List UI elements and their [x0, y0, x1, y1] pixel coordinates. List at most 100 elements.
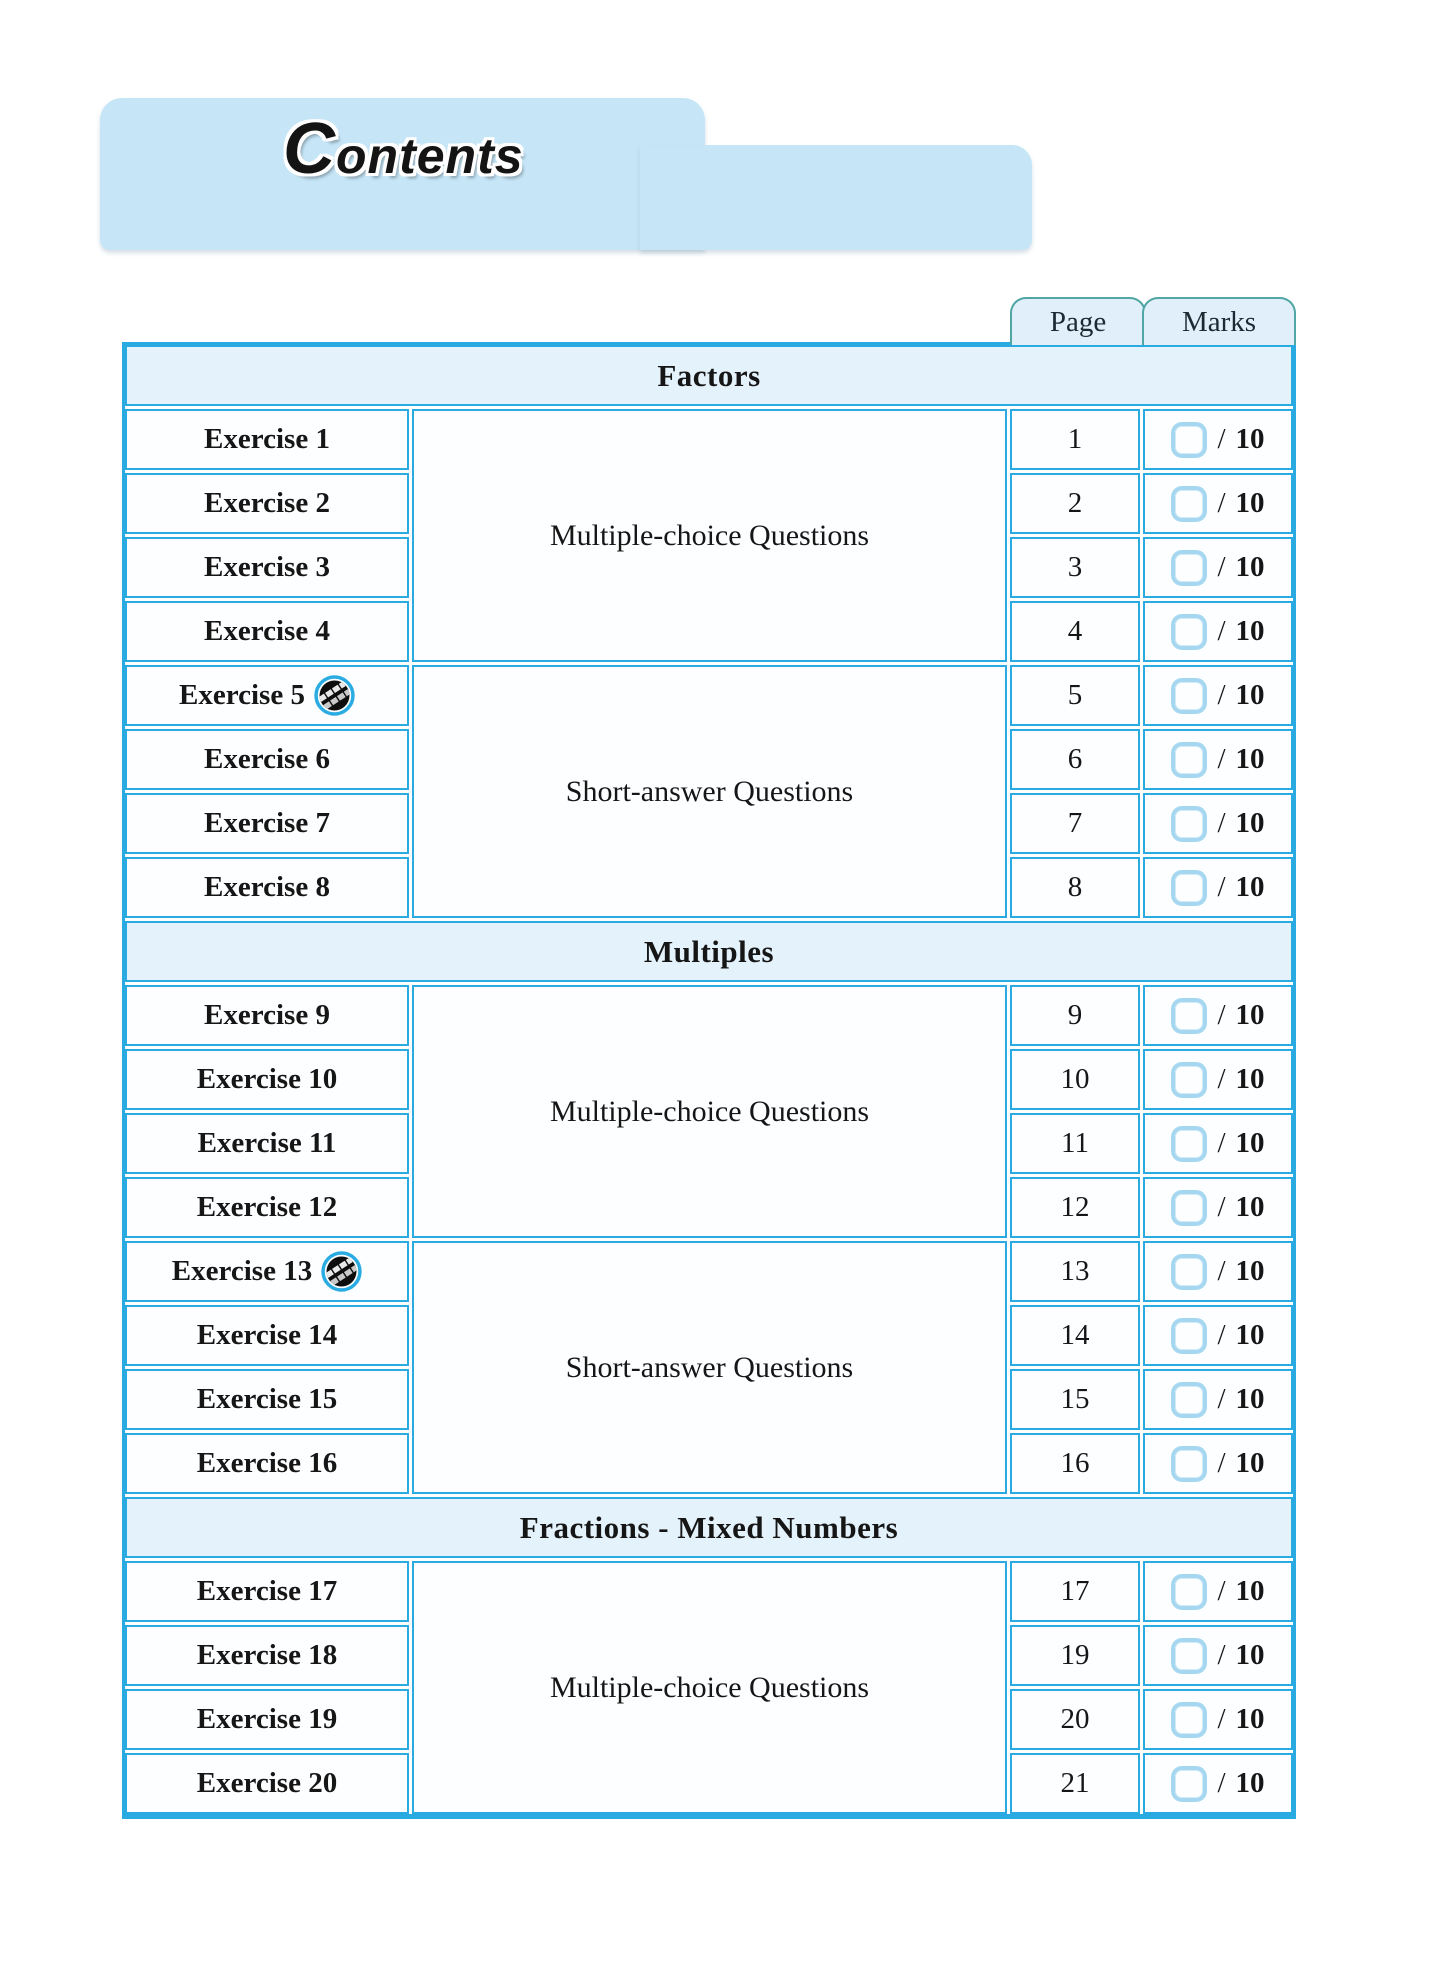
- marks-separator: /: [1217, 807, 1226, 839]
- page-number-cell: 5: [1010, 665, 1140, 726]
- exercise-label-cell: Exercise 11: [125, 1113, 409, 1174]
- marks-separator: /: [1217, 679, 1226, 711]
- title-banner: [100, 98, 705, 250]
- exercise-label-cell: Exercise 2: [125, 473, 409, 534]
- marks-input-box[interactable]: [1171, 1125, 1208, 1162]
- exercise-label-cell: Exercise 18: [125, 1625, 409, 1686]
- page-number-cell: 2: [1010, 473, 1140, 534]
- marks-total: 10: [1235, 871, 1265, 903]
- marks-input-box[interactable]: [1171, 1381, 1208, 1418]
- exercise-label: Exercise 4: [204, 615, 330, 647]
- page-number: 5: [1067, 679, 1083, 711]
- marks-input-box[interactable]: [1171, 421, 1208, 458]
- marks-separator: /: [1217, 1063, 1226, 1095]
- marks-input-box[interactable]: [1171, 1701, 1208, 1738]
- exercise-label: Exercise 14: [196, 1319, 338, 1351]
- exercise-label: Exercise 12: [196, 1191, 338, 1223]
- marks-input-box[interactable]: [1171, 1253, 1208, 1290]
- marks-separator: /: [1217, 1319, 1226, 1351]
- marks-input-box[interactable]: [1171, 741, 1208, 778]
- marks-input-box[interactable]: [1171, 997, 1208, 1034]
- page-number: 1: [1067, 423, 1083, 455]
- marks-input-box[interactable]: [1171, 1317, 1208, 1354]
- marks-cell: / 10: [1143, 729, 1293, 790]
- marks-separator: /: [1217, 871, 1226, 903]
- marks-total: 10: [1235, 615, 1265, 647]
- marks-cell: / 10: [1143, 1305, 1293, 1366]
- marks-cell: /10: [1143, 1625, 1293, 1686]
- blocks-badge-icon: [321, 1251, 362, 1292]
- marks-separator: /: [1217, 1191, 1226, 1223]
- marks-cell: /10: [1143, 1689, 1293, 1750]
- marks-input-box[interactable]: [1171, 1061, 1208, 1098]
- marks-input-box[interactable]: [1171, 549, 1208, 586]
- marks-input-box[interactable]: [1171, 805, 1208, 842]
- marks-input-box[interactable]: [1171, 1445, 1208, 1482]
- marks-cell: / 10: [1143, 793, 1293, 854]
- exercise-label: Exercise 7: [204, 807, 330, 839]
- blocks-badge-icon: [314, 675, 355, 716]
- marks-separator: /: [1217, 1703, 1226, 1735]
- exercise-label-cell: Exercise 13: [125, 1241, 409, 1302]
- marks-column-label: Marks: [1181, 305, 1257, 338]
- marks-separator: /: [1217, 1447, 1226, 1479]
- marks-input-box[interactable]: [1171, 613, 1208, 650]
- section-header-multiples: Multiples: [125, 921, 1293, 982]
- marks-input-box[interactable]: [1171, 1637, 1208, 1674]
- exercise-label-cell: Exercise 15: [125, 1369, 409, 1430]
- marks-column-tab: Marks: [1142, 297, 1296, 345]
- page-number: 6: [1067, 743, 1083, 775]
- page-number-cell: 3: [1010, 537, 1140, 598]
- marks-input-box[interactable]: [1171, 677, 1208, 714]
- page-number-cell: 11: [1010, 1113, 1140, 1174]
- marks-input-box[interactable]: [1171, 1189, 1208, 1226]
- page-number-cell: 19: [1010, 1625, 1140, 1686]
- marks-input-box[interactable]: [1171, 869, 1208, 906]
- exercise-label-cell: Exercise 14: [125, 1305, 409, 1366]
- exercise-label-cell: Exercise 20: [125, 1753, 409, 1814]
- marks-total: 10: [1235, 1383, 1265, 1415]
- marks-input-box[interactable]: [1171, 1573, 1208, 1610]
- exercise-label: Exercise 1: [204, 423, 330, 455]
- exercise-label: Exercise 9: [204, 999, 330, 1031]
- marks-total: 10: [1235, 1127, 1265, 1159]
- page-number-cell: 6: [1010, 729, 1140, 790]
- marks-input-box[interactable]: [1171, 485, 1208, 522]
- exercise-label-cell: Exercise 9: [125, 985, 409, 1046]
- exercise-label-cell: Exercise 17: [125, 1561, 409, 1622]
- exercise-label: Exercise 18: [196, 1639, 338, 1671]
- exercise-label-cell: Exercise 10: [125, 1049, 409, 1110]
- exercise-label: Exercise 19: [196, 1703, 338, 1735]
- exercise-label: Exercise 20: [196, 1767, 338, 1799]
- marks-input-box[interactable]: [1171, 1765, 1208, 1802]
- page-number: 9: [1067, 999, 1083, 1031]
- marks-separator: /: [1217, 487, 1226, 519]
- question-type-cell: Multiple-choice Questions: [412, 1561, 1007, 1814]
- marks-separator: /: [1217, 743, 1226, 775]
- marks-total: 10: [1235, 1319, 1265, 1351]
- marks-total: 10: [1235, 679, 1265, 711]
- marks-cell: /10: [1143, 1241, 1293, 1302]
- exercise-label: Exercise 5: [179, 679, 305, 711]
- page-number-cell: 8: [1010, 857, 1140, 918]
- exercise-label-cell: Exercise 12: [125, 1177, 409, 1238]
- marks-total: 10: [1235, 999, 1265, 1031]
- marks-total: 10: [1235, 743, 1265, 775]
- exercise-label-cell: Exercise 3: [125, 537, 409, 598]
- marks-total: 10: [1235, 807, 1265, 839]
- marks-total: 10: [1235, 551, 1265, 583]
- marks-cell: /10: [1143, 1753, 1293, 1814]
- page-number-cell: 13: [1010, 1241, 1140, 1302]
- exercise-label: Exercise 13: [171, 1255, 313, 1287]
- exercise-label: Exercise 3: [204, 551, 330, 583]
- marks-cell: / 10: [1143, 985, 1293, 1046]
- page-number: 3: [1067, 551, 1083, 583]
- marks-total: 10: [1235, 487, 1265, 519]
- page-number-cell: 17: [1010, 1561, 1140, 1622]
- page-number: 21: [1060, 1767, 1090, 1799]
- marks-total: 10: [1235, 1063, 1265, 1095]
- page-number-cell: 9: [1010, 985, 1140, 1046]
- page-number: 19: [1060, 1639, 1090, 1671]
- marks-separator: /: [1217, 999, 1226, 1031]
- page-number: 7: [1067, 807, 1083, 839]
